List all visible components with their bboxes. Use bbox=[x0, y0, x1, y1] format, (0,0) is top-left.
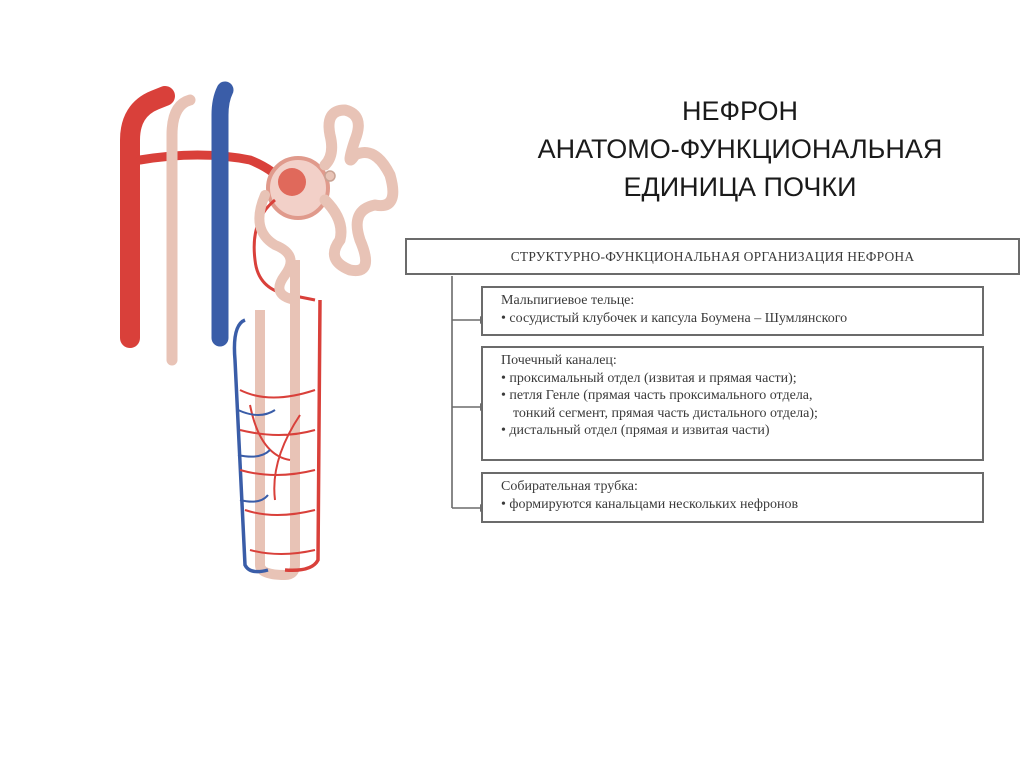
box-item: тонкий сегмент, прямая часть дистального… bbox=[501, 405, 972, 423]
title-line-1: НЕФРОН bbox=[470, 92, 1010, 130]
nephron-illustration bbox=[100, 60, 430, 600]
glomerulus bbox=[278, 168, 306, 196]
title-line-3: ЕДИНИЦА ПОЧКИ bbox=[470, 168, 1010, 206]
box-renal-tubule: Почечный каналец: • проксимальный отдел … bbox=[481, 346, 984, 461]
renal-artery bbox=[130, 96, 165, 338]
renal-vein bbox=[220, 90, 225, 338]
box-item: • формируются канальцами нескольких нефр… bbox=[501, 496, 972, 514]
box-item: • сосудистый клубочек и капсула Боумена … bbox=[501, 310, 972, 328]
scheme-header: СТРУКТУРНО-ФУНКЦИОНАЛЬНАЯ ОРГАНИЗАЦИЯ НЕ… bbox=[405, 238, 1020, 275]
collecting-duct bbox=[172, 100, 190, 360]
title-line-2: АНАТОМО-ФУНКЦИОНАЛЬНАЯ bbox=[470, 130, 1010, 168]
box-item: • дистальный отдел (прямая и извитая час… bbox=[501, 422, 972, 440]
box-title: Мальпигиевое тельце: bbox=[501, 292, 972, 310]
box-title: Почечный каналец: bbox=[501, 352, 972, 370]
slide-title: НЕФРОН АНАТОМО-ФУНКЦИОНАЛЬНАЯ ЕДИНИЦА ПО… bbox=[470, 92, 1010, 206]
box-title: Собирательная трубка: bbox=[501, 478, 972, 496]
box-collecting-duct: Собирательная трубка: • формируются кана… bbox=[481, 472, 984, 523]
box-malpighian-corpuscle: Мальпигиевое тельце: • сосудистый клубоч… bbox=[481, 286, 984, 336]
box-item: • проксимальный отдел (извитая и прямая … bbox=[501, 370, 972, 388]
proximal-convoluted-tubule bbox=[325, 110, 393, 271]
loop-of-henle bbox=[260, 260, 295, 575]
box-item: • петля Генле (прямая часть проксимально… bbox=[501, 387, 972, 405]
